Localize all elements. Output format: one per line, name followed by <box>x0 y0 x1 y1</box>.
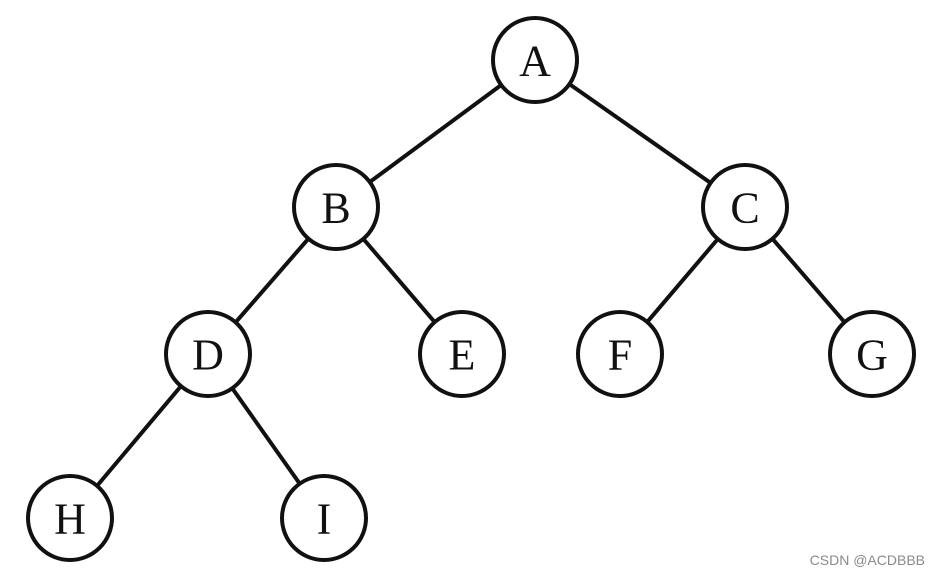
node-circle <box>576 310 664 398</box>
watermark: CSDN @ACDBBB <box>809 552 925 568</box>
node-circle <box>280 474 368 562</box>
tree-node-d: D <box>164 310 252 398</box>
node-label: I <box>317 495 332 544</box>
node-circle <box>164 310 252 398</box>
node-label: G <box>856 331 888 380</box>
tree-node-e: E <box>418 310 506 398</box>
node-label: F <box>608 331 632 380</box>
tree-node-c: C <box>701 163 789 251</box>
tree-node-a: A <box>491 16 579 104</box>
node-label: E <box>449 331 476 380</box>
node-circle <box>292 163 380 251</box>
node-label: C <box>730 184 759 233</box>
node-label: A <box>519 37 551 86</box>
node-circle <box>491 16 579 104</box>
node-label: H <box>54 495 86 544</box>
node-label: B <box>321 184 350 233</box>
node-circle <box>828 310 916 398</box>
node-label: D <box>192 331 224 380</box>
node-circle <box>418 310 506 398</box>
node-circle <box>701 163 789 251</box>
tree-node-b: B <box>292 163 380 251</box>
node-circle <box>26 474 114 562</box>
tree-node-f: F <box>576 310 664 398</box>
tree-node-h: H <box>26 474 114 562</box>
tree-node-g: G <box>828 310 916 398</box>
tree-edges <box>68 58 874 520</box>
tree-node-i: I <box>280 474 368 562</box>
tree-nodes: A B C D E F G H I <box>26 16 916 562</box>
